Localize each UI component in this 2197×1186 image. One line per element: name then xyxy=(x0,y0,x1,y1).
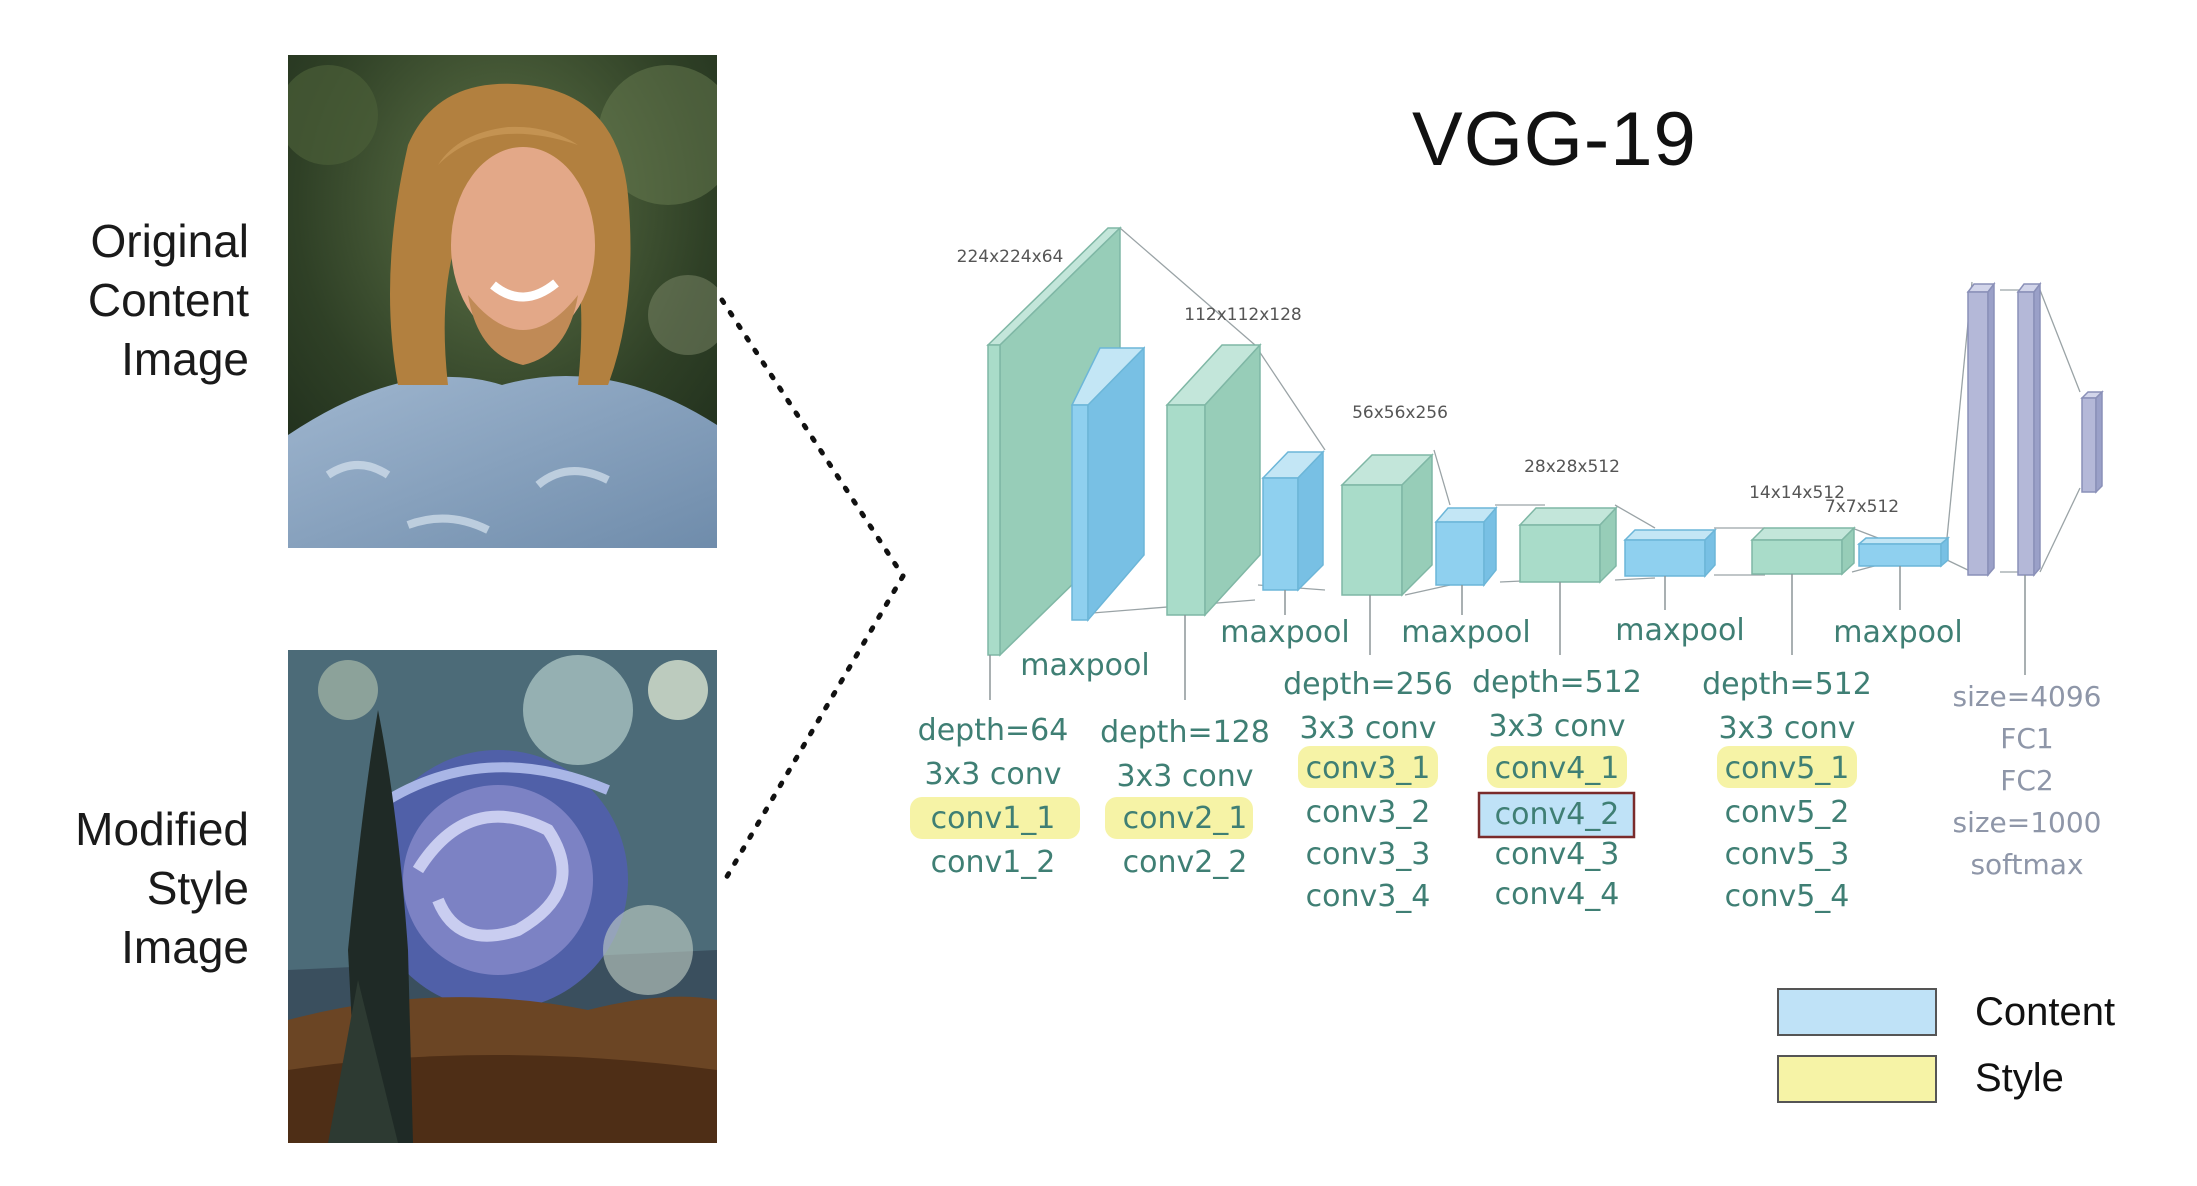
maxpool-labels: maxpool maxpool maxpool maxpool maxpool xyxy=(1020,613,1962,683)
content-label-line: Content xyxy=(87,274,249,326)
layer-label: conv4_1 xyxy=(1495,751,1620,786)
layer-highlights xyxy=(910,746,1857,839)
dim-label: 56x56x256 xyxy=(1352,403,1448,423)
fc-label: FC1 xyxy=(2000,722,2053,755)
layer-label: conv5_3 xyxy=(1725,837,1850,872)
fc-label: FC2 xyxy=(2000,764,2053,797)
fc-label: size=1000 xyxy=(1952,806,2101,839)
maxpool4-block xyxy=(1623,528,1717,578)
conv-label: 3x3 conv xyxy=(1299,711,1436,746)
depth-label: depth=64 xyxy=(918,713,1069,748)
dim-label: 14x14x512 xyxy=(1749,483,1845,503)
style-highlight xyxy=(1298,746,1438,788)
layer-label: conv1_1 xyxy=(931,801,1056,836)
layer-label: conv5_2 xyxy=(1725,795,1850,830)
dim-label: 28x28x512 xyxy=(1524,457,1620,477)
page-title: VGG-19 xyxy=(1412,97,1697,182)
layer-label: conv4_2 xyxy=(1495,797,1620,832)
depth-label: depth=256 xyxy=(1283,667,1453,702)
layer-label: conv3_1 xyxy=(1306,751,1431,786)
dim-label: 7x7x512 xyxy=(1825,497,1899,517)
layer-label: conv3_4 xyxy=(1306,879,1431,914)
dim-label: 224x224x64 xyxy=(957,247,1064,267)
legend-content-swatch xyxy=(1777,988,1937,1036)
conv-label: 3x3 conv xyxy=(1116,759,1253,794)
depth-label: depth=512 xyxy=(1472,665,1642,700)
dim-label: 112x112x128 xyxy=(1184,305,1301,325)
style-label-line: Image xyxy=(121,921,249,973)
style-image-label: Modified Style Image xyxy=(75,800,249,977)
conv4-block xyxy=(1518,506,1618,584)
style-highlight xyxy=(1717,746,1857,788)
block1-labels: depth=64 3x3 conv conv1_1 conv1_2 xyxy=(918,713,1069,880)
style-highlight xyxy=(1105,797,1253,839)
depth-label: depth=128 xyxy=(1100,715,1270,750)
conv-label: 3x3 conv xyxy=(1488,709,1625,744)
conv2-block xyxy=(1165,343,1262,617)
style-photo xyxy=(288,650,717,1143)
content-label-line: Original xyxy=(90,215,249,267)
legend-content-label: Content xyxy=(1975,990,2116,1034)
block2-labels: depth=128 3x3 conv conv2_1 conv2_2 xyxy=(1100,715,1270,880)
conv5-block xyxy=(1750,526,1856,576)
block3-labels: depth=256 3x3 conv conv3_1 conv3_2 conv3… xyxy=(1283,667,1453,914)
fc-label: softmax xyxy=(1970,848,2083,881)
maxpool-label: maxpool xyxy=(1220,615,1349,650)
block5-labels: depth=512 3x3 conv conv5_1 conv5_2 conv5… xyxy=(1702,667,1872,914)
layer-label: conv2_2 xyxy=(1123,845,1248,880)
block4-labels: depth=512 3x3 conv conv4_1 conv4_2 conv4… xyxy=(1472,665,1642,912)
fc-layers xyxy=(1966,281,2104,578)
layer-label: conv3_3 xyxy=(1306,837,1431,872)
depth-label: depth=512 xyxy=(1702,667,1872,702)
maxpool3-block xyxy=(1434,505,1498,588)
content-photo xyxy=(288,55,717,548)
style-highlight xyxy=(910,797,1080,839)
conv-label: 3x3 conv xyxy=(924,757,1061,792)
layer-label: conv5_4 xyxy=(1725,879,1850,914)
content-highlight xyxy=(1477,791,1636,839)
layer-label: conv4_4 xyxy=(1495,877,1620,912)
layer-label: conv2_1 xyxy=(1123,801,1248,836)
fc-label: size=4096 xyxy=(1952,680,2101,713)
conv-label: 3x3 conv xyxy=(1718,711,1855,746)
layer-label: conv5_1 xyxy=(1725,751,1850,786)
maxpool-label: maxpool xyxy=(1020,648,1149,683)
layer-label: conv1_2 xyxy=(931,845,1056,880)
layer-label: conv4_3 xyxy=(1495,837,1620,872)
style-label-line: Style xyxy=(146,862,249,914)
maxpool-label: maxpool xyxy=(1833,615,1962,650)
maxpool2-block xyxy=(1261,450,1325,592)
maxpool-label: maxpool xyxy=(1401,615,1530,650)
legend-style-swatch xyxy=(1777,1055,1937,1103)
legend-style-label: Style xyxy=(1975,1056,2064,1100)
maxpool-label: maxpool xyxy=(1615,613,1744,648)
content-label-line: Image xyxy=(121,333,249,385)
style-label-line: Modified xyxy=(75,803,249,855)
style-highlight xyxy=(1487,746,1627,788)
layer-label: conv3_2 xyxy=(1306,795,1431,830)
dimension-labels: 224x224x64 112x112x128 56x56x256 28x28x5… xyxy=(957,247,1899,517)
leader-lines xyxy=(989,566,2026,700)
conv1-block xyxy=(986,226,1146,657)
content-image-label: Original Content Image xyxy=(88,212,249,389)
maxpool5-block xyxy=(1856,536,1951,568)
conv3-block xyxy=(1340,453,1434,597)
fc-labels: size=4096 FC1 FC2 size=1000 softmax xyxy=(1952,680,2101,881)
